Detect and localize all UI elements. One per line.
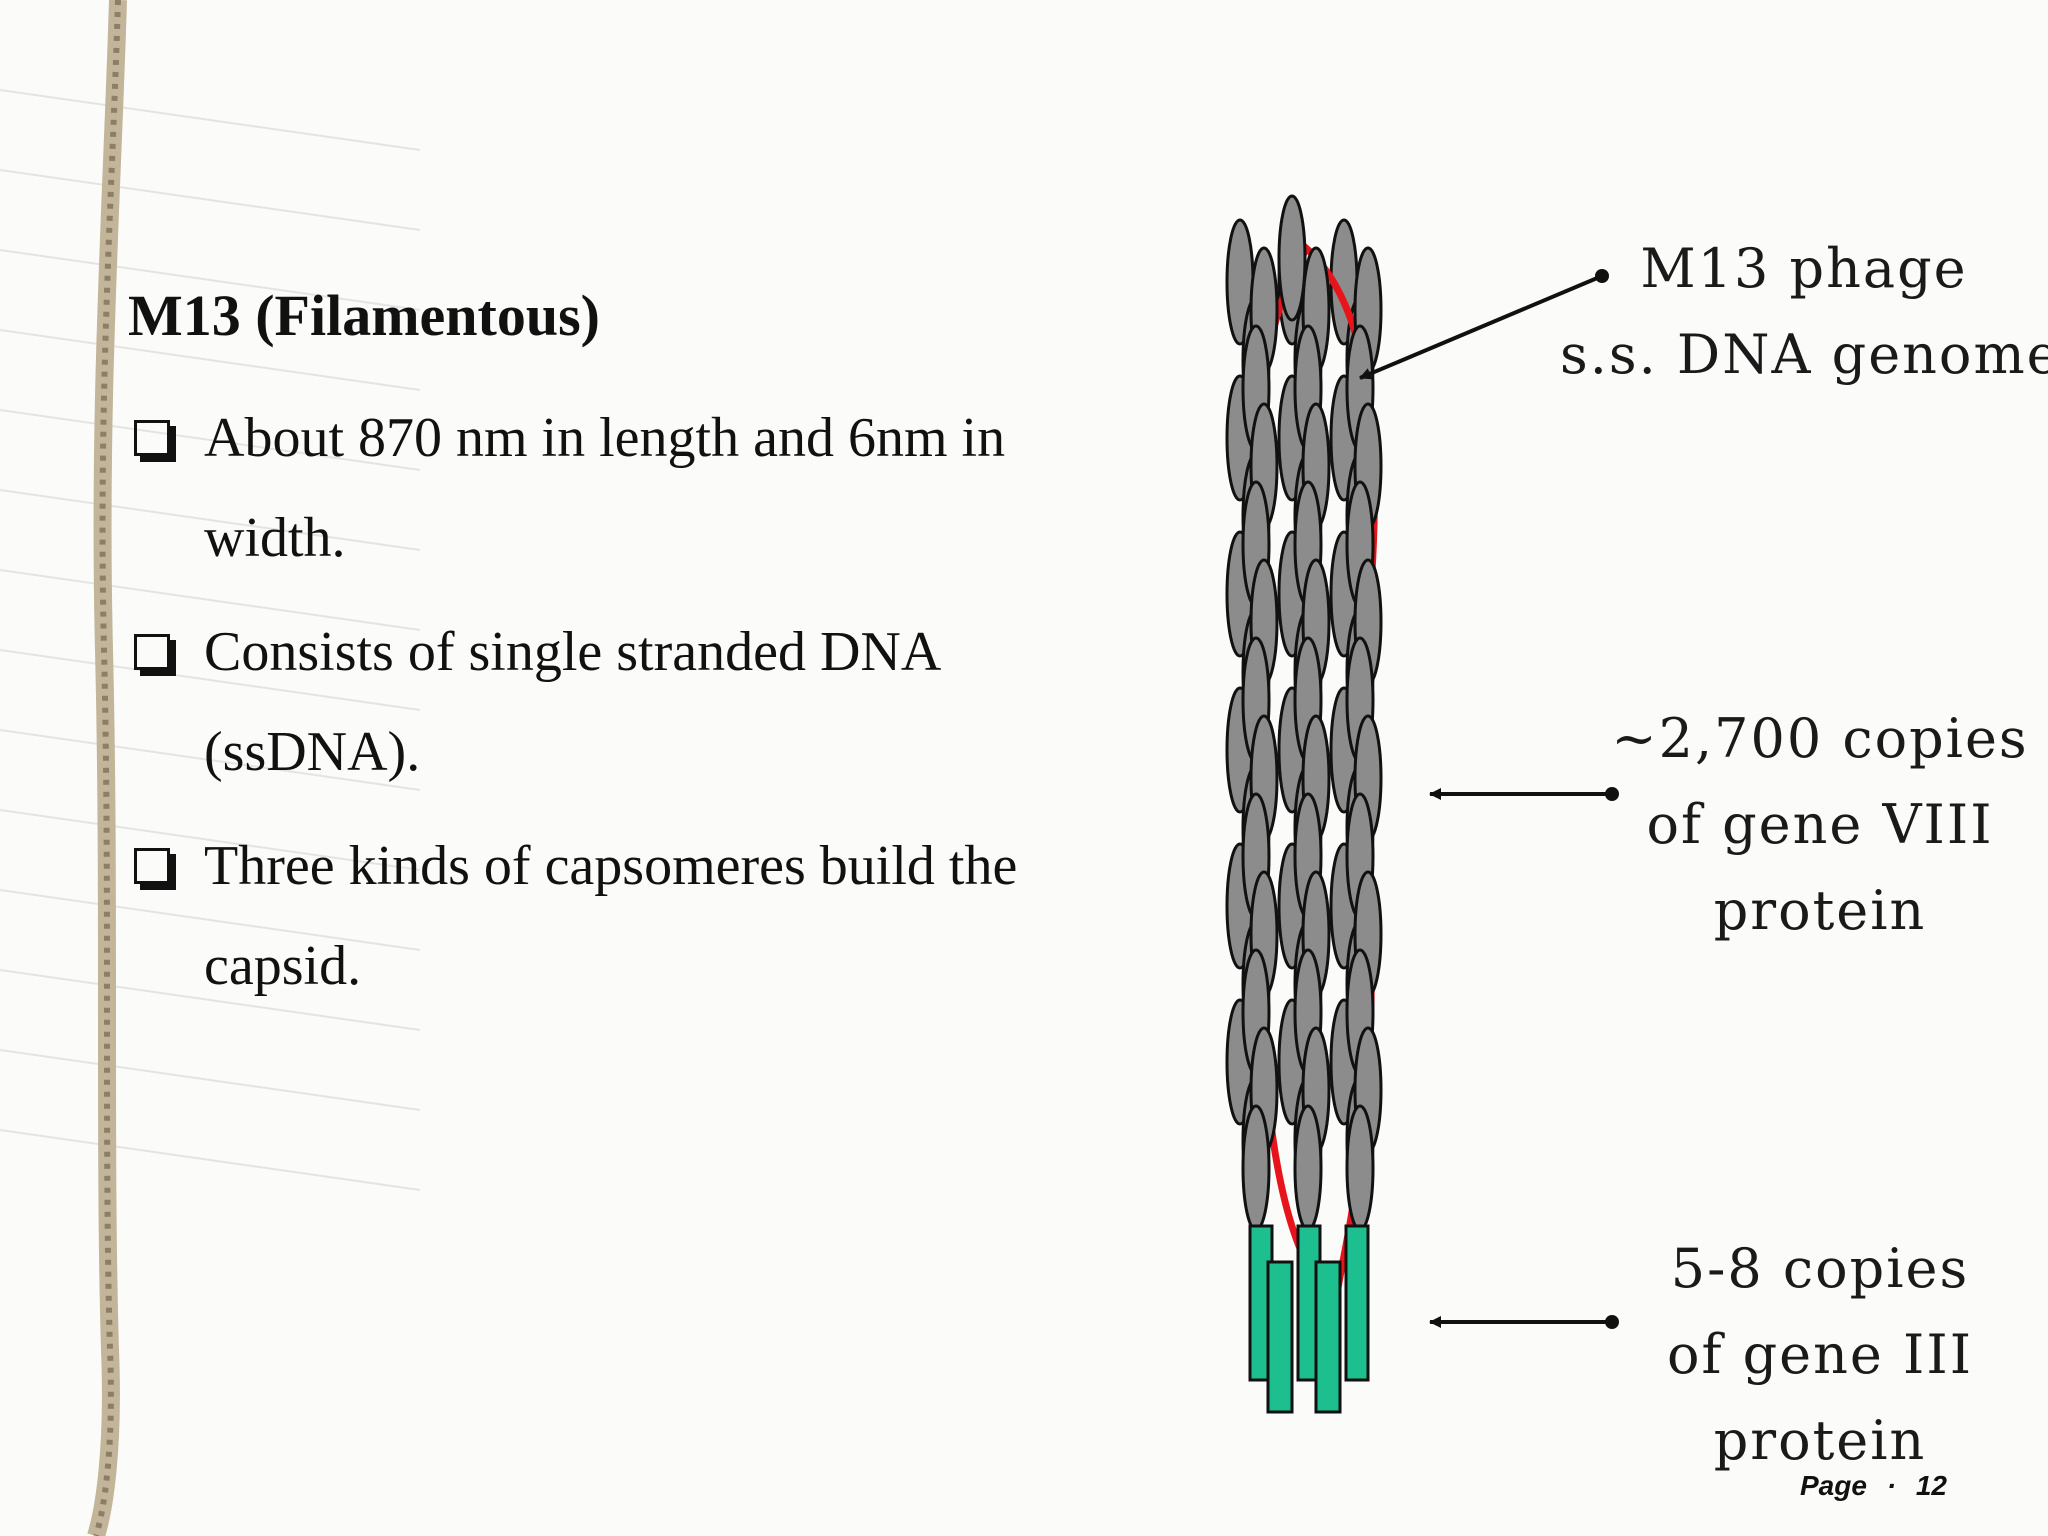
genome-arrow	[1359, 274, 1603, 380]
label-line: 5-8 copies	[1670, 1237, 1970, 1300]
gene-iii-arrow-dot	[1605, 1315, 1619, 1329]
label-line: ~2,700 copies	[1611, 707, 2029, 770]
notebook-lines	[0, 89, 421, 1191]
label-line: of gene VIII	[1646, 793, 1994, 856]
gene-iii-protein	[1266, 1260, 1294, 1414]
gene-viii-coat-protein	[1345, 1104, 1375, 1232]
gene-viii-arrow-dot	[1605, 787, 1619, 801]
page-separator: ·	[1886, 1470, 1897, 1501]
gene-iii-label: 5-8 copies of gene III protein	[1600, 1226, 2040, 1484]
bullet-line: capsid.	[204, 935, 362, 997]
label-line: protein	[1713, 1409, 1927, 1472]
gene-iii-protein	[1344, 1224, 1370, 1382]
genome-label: M13 phage s.s. DNA genome	[1560, 226, 2048, 398]
gene-viii-label: ~2,700 copies of gene VIII protein	[1600, 696, 2040, 954]
checkbox-bullet-icon	[134, 634, 170, 670]
label-line: of gene III	[1666, 1323, 1974, 1386]
label-line: protein	[1713, 879, 1927, 942]
bullet-line: About 870 nm in length and 6nm in	[204, 407, 1006, 469]
gene-viii-coat-protein	[1241, 1104, 1271, 1232]
page-label: Page	[1800, 1470, 1867, 1501]
bullet-line: width.	[204, 507, 346, 569]
label-line: M13 phage	[1640, 237, 1968, 300]
coat-proteins-front	[1241, 194, 1383, 1232]
string-cord-shade	[93, 0, 121, 1536]
checkbox-bullet-icon	[134, 420, 170, 456]
bullet-line: Three kinds of capsomeres build the	[204, 835, 1018, 897]
genome-arrow-dot	[1595, 269, 1609, 283]
bullet-capsomeres: Three kinds of capsomeres build the caps…	[128, 816, 1208, 1016]
checkbox-bullet-icon	[134, 848, 170, 884]
bullet-ssdna: Consists of single stranded DNA (ssDNA).	[128, 602, 1208, 802]
gene-viii-coat-protein	[1277, 194, 1307, 322]
page-number: Page · 12	[1800, 1470, 1947, 1502]
bullet-list: About 870 nm in length and 6nm in width.…	[128, 388, 1208, 1030]
bullet-line: Consists of single stranded DNA	[204, 621, 942, 683]
label-line: s.s. DNA genome	[1560, 323, 2048, 386]
gene-iii-protein	[1314, 1260, 1342, 1414]
gene-viii-coat-protein	[1293, 1104, 1323, 1232]
slide-title: M13 (Filamentous)	[128, 283, 600, 348]
bullet-line: (ssDNA).	[204, 721, 421, 783]
bullet-length: About 870 nm in length and 6nm in width.	[128, 388, 1208, 588]
gene-iii-proteins	[1248, 1224, 1370, 1414]
page-number-value: 12	[1915, 1470, 1947, 1501]
